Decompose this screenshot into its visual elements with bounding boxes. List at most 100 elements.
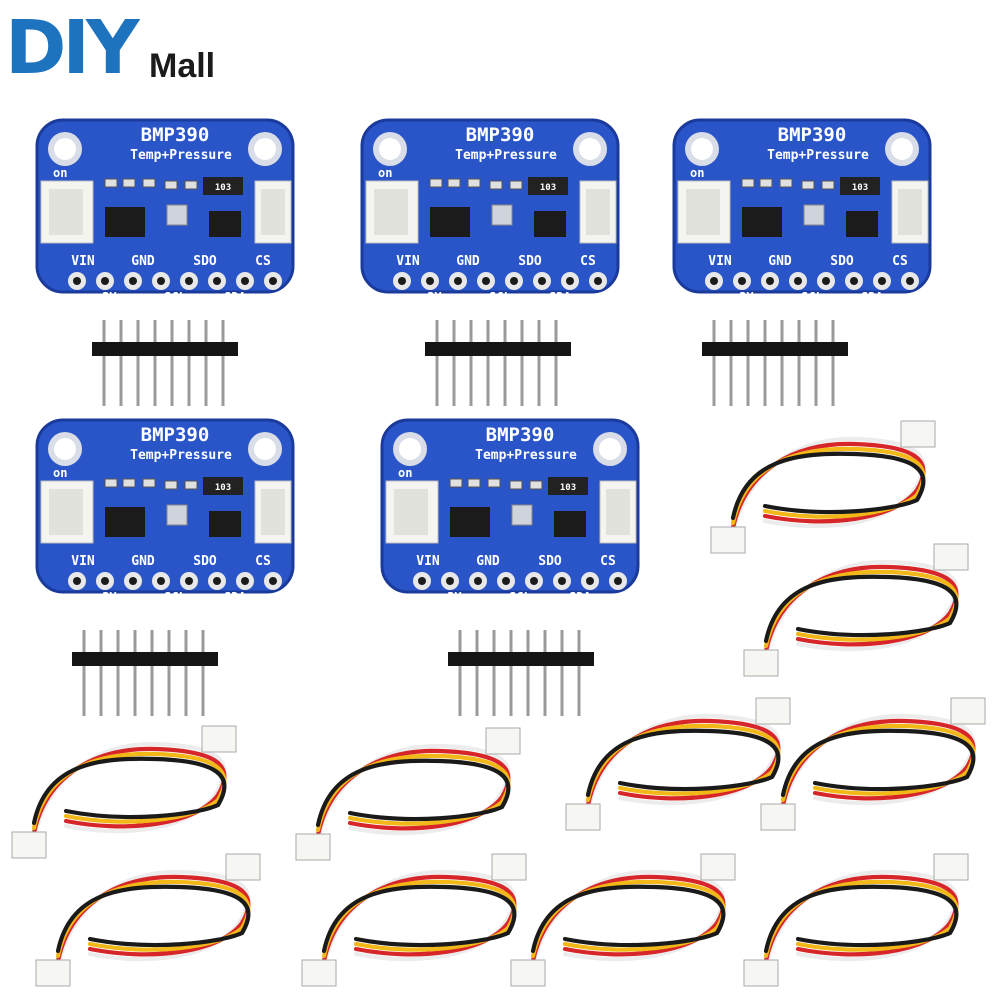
cable-wire [55, 884, 251, 954]
cable-wire [780, 728, 976, 798]
jst-sh-cable [738, 848, 978, 998]
board-subtitle: Temp+Pressure [767, 148, 869, 163]
jst-plug [700, 853, 736, 881]
smd-component [104, 478, 118, 488]
pin-label: SDO [518, 254, 542, 269]
pin-header [92, 320, 242, 410]
jst-plug [710, 526, 746, 554]
pin-label: VIN [416, 554, 440, 569]
jst-sh-cable [705, 415, 945, 565]
header-pin [712, 320, 716, 406]
pin-label: SDA [549, 290, 571, 304]
header-pin [814, 320, 818, 406]
level-shifter-chip [534, 211, 566, 237]
smd-component [164, 180, 178, 190]
board-title: BMP390 [141, 424, 210, 446]
header-pin [577, 630, 581, 716]
jst-plug [510, 959, 546, 987]
pin-label: VIN [708, 254, 732, 269]
header-pin [780, 320, 784, 406]
pin-label: VIN [71, 254, 95, 269]
header-pin [469, 320, 473, 406]
diymall-logo: DIY Mall [5, 8, 235, 88]
header-pin [133, 630, 137, 716]
header-pin [204, 320, 208, 406]
header-pin [537, 320, 541, 406]
pin-header [448, 630, 598, 720]
header-pin [503, 320, 507, 406]
board-title: BMP390 [141, 124, 210, 146]
cable-wire [763, 574, 959, 644]
jst-plug [565, 803, 601, 831]
jst-sh-cable [30, 848, 270, 998]
header-pin [116, 630, 120, 716]
header-pin [167, 630, 171, 716]
logo-mall-text: Mall [149, 47, 216, 85]
board-subtitle: Temp+Pressure [130, 148, 232, 163]
jst-plug [760, 803, 796, 831]
pin-label: SDA [569, 590, 591, 604]
jst-plug [201, 725, 237, 753]
pin-label: SDO [538, 554, 562, 569]
pcb-body [672, 118, 932, 294]
pin-label: CS [580, 254, 596, 269]
header-pin [486, 320, 490, 406]
pcb-body [35, 418, 295, 594]
pcb-body [360, 118, 620, 294]
header-pin [746, 320, 750, 406]
resistor-array [203, 477, 243, 495]
chip-code: 103 [560, 483, 576, 493]
header-pin [520, 320, 524, 406]
header-pin [136, 320, 140, 406]
header-pin [554, 320, 558, 406]
header-pin [797, 320, 801, 406]
pin-label: INT [601, 290, 623, 304]
header-plastic [92, 342, 238, 356]
pin-label: SDO [193, 554, 217, 569]
resistor-array [548, 477, 588, 495]
pin-label: VIN [71, 554, 95, 569]
jst-plug [900, 420, 936, 448]
header-pin [99, 630, 103, 716]
regulator-chip [742, 207, 782, 237]
jst-plug [225, 853, 261, 881]
header-pin [509, 630, 513, 716]
chip-code: 103 [215, 183, 231, 193]
chip-code: 103 [215, 483, 231, 493]
smd-component [429, 178, 443, 188]
jst-plug [933, 543, 969, 571]
on-label: on [53, 166, 67, 180]
jst-sh-cable [290, 722, 530, 872]
jst-plug [11, 831, 47, 859]
header-plastic [72, 652, 218, 666]
header-pin [153, 320, 157, 406]
pin-label: GND [768, 254, 792, 269]
smd-component [801, 180, 815, 190]
pin-label: CS [255, 554, 271, 569]
jst-plug [295, 833, 331, 861]
jst-sh-cable [6, 720, 246, 870]
cable-wire [585, 728, 781, 798]
pcb-body [380, 418, 640, 594]
header-pin [763, 320, 767, 406]
header-pin [119, 320, 123, 406]
bmp390-sensor [166, 504, 188, 526]
pin-label: INT [913, 290, 935, 304]
smd-component [122, 478, 136, 488]
cable-wire [31, 756, 227, 826]
pin-label: 3Vo [102, 290, 124, 304]
smd-component [759, 178, 773, 188]
jst-sh-cable [560, 692, 800, 842]
bmp390-sensor [803, 204, 825, 226]
pin-label: 3Vo [102, 590, 124, 604]
smd-component [142, 478, 156, 488]
header-plastic [448, 652, 594, 666]
header-pin [475, 630, 479, 716]
jst-plug [491, 853, 527, 881]
smd-component [184, 480, 198, 490]
